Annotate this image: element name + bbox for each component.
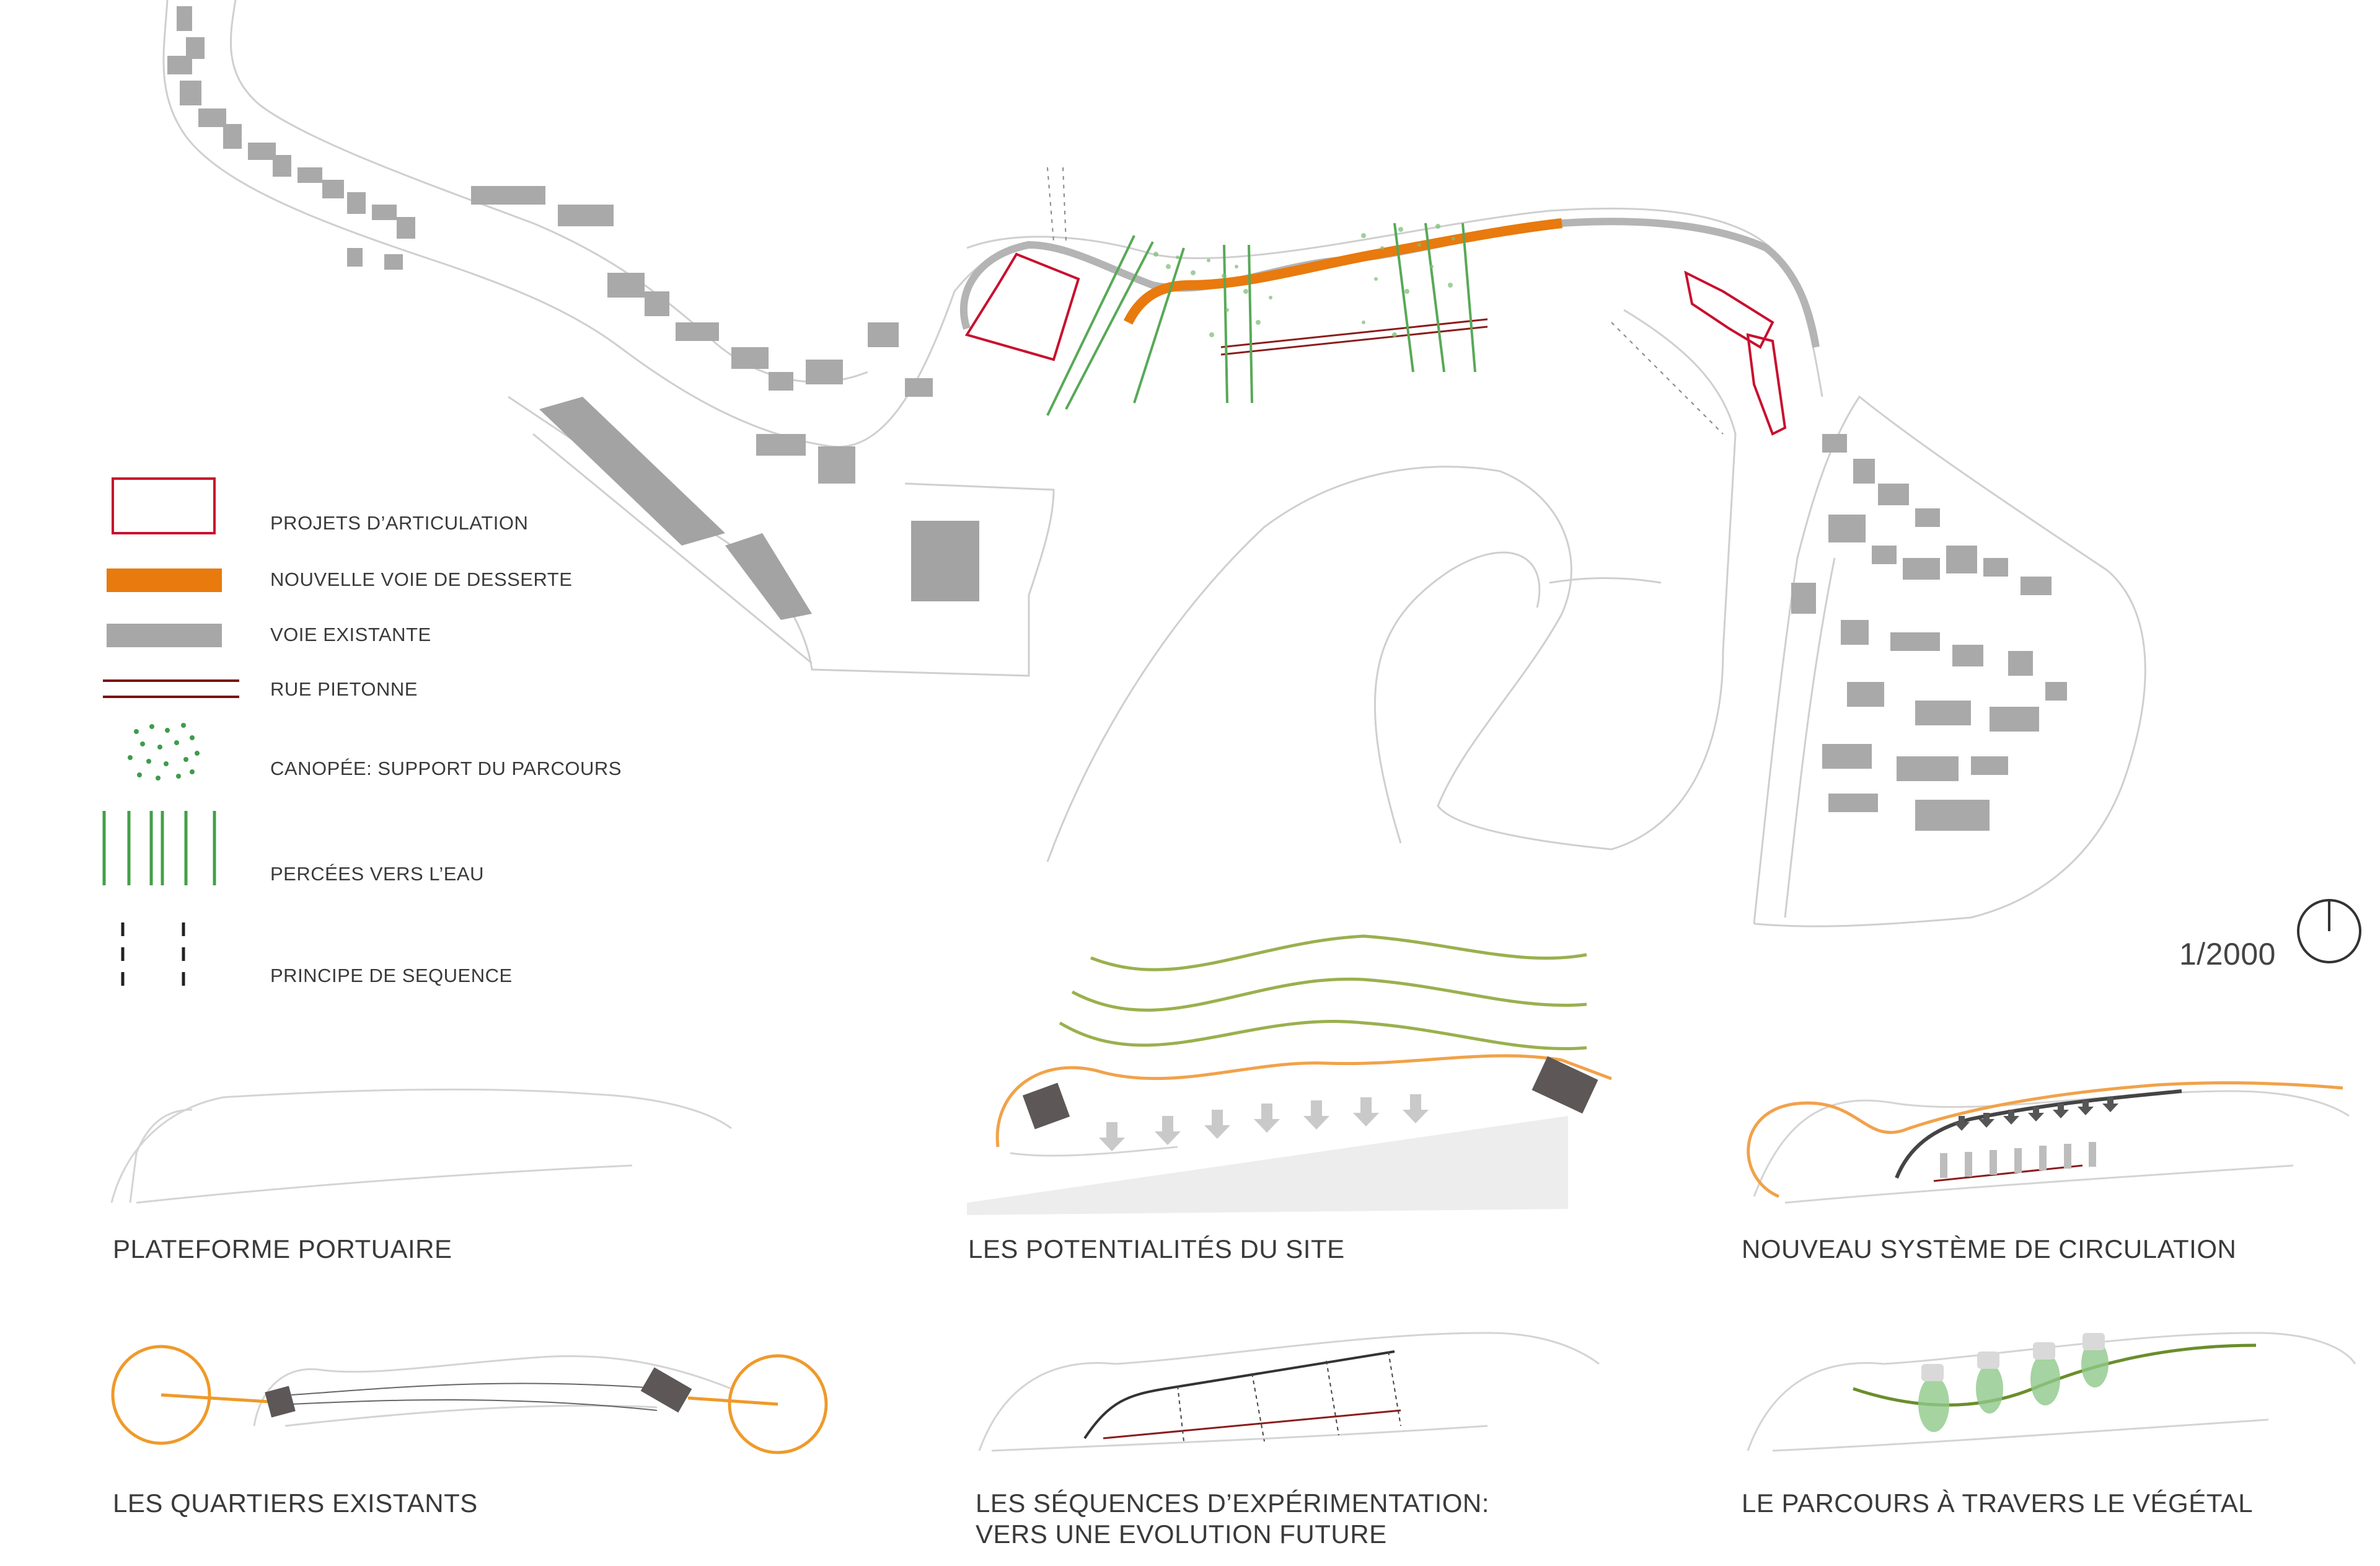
legend-percees-swatch bbox=[102, 811, 216, 885]
diagram-circulation bbox=[1747, 1081, 2350, 1204]
caption-circulation: NOUVEAU SYSTÈME DE CIRCULATION bbox=[1742, 1234, 2237, 1263]
legend-sequence-label: PRINCIPE DE SEQUENCE bbox=[270, 965, 513, 986]
legend-pietonne-label: RUE PIETONNE bbox=[270, 678, 418, 700]
new-service-road bbox=[1123, 218, 1562, 325]
legend-projets-label: PROJETS D’ARTICULATION bbox=[270, 512, 529, 534]
articulation-projects bbox=[964, 252, 1787, 436]
caption-quartiers: LES QUARTIERS EXISTANTS bbox=[113, 1489, 478, 1518]
legend-projets-swatch bbox=[112, 477, 216, 534]
caption-plateforme: PLATEFORME PORTUAIRE bbox=[113, 1234, 452, 1263]
legend-symbols bbox=[102, 477, 239, 987]
buildings-west bbox=[167, 6, 933, 484]
sequence-dashes bbox=[1047, 167, 1724, 435]
legend-canopee-swatch bbox=[128, 723, 200, 781]
legend-existante-label: VOIE EXISTANTE bbox=[270, 624, 431, 645]
scale-label: 1/2000 bbox=[2179, 937, 2276, 971]
diagram-sequences bbox=[978, 1332, 1600, 1452]
pedestrian-street bbox=[1220, 318, 1488, 356]
legend-nouvelle-swatch bbox=[107, 568, 222, 592]
buildings-east bbox=[1791, 434, 2067, 831]
legend-canopee-label: CANOPÉE: SUPPORT DU PARCOURS bbox=[270, 758, 622, 779]
diagram-parcours bbox=[1747, 1332, 2356, 1452]
caption-parcours: LE PARCOURS À TRAVERS LE VÉGÉTAL bbox=[1742, 1489, 2254, 1518]
caption-sequences-line1: LES SÉQUENCES D’EXPÉRIMENTATION: bbox=[976, 1489, 1489, 1518]
canopy-dots bbox=[1153, 224, 1455, 337]
caption-sequences: LES SÉQUENCES D’EXPÉRIMENTATION: VERS UN… bbox=[976, 1488, 1489, 1551]
legend-percees-label: PERCÉES VERS L’EAU bbox=[270, 863, 484, 885]
diagram-potentialites bbox=[967, 934, 1612, 1215]
legend-pietonne-swatch bbox=[103, 679, 239, 698]
north-arrow-icon bbox=[2297, 899, 2361, 963]
site-outline bbox=[162, 0, 2146, 927]
caption-sequences-line2: VERS UNE EVOLUTION FUTURE bbox=[976, 1520, 1387, 1549]
caption-potentialites: LES POTENTIALITÉS DU SITE bbox=[968, 1234, 1345, 1263]
legend-sequence-swatch bbox=[121, 922, 185, 987]
water-views bbox=[1046, 223, 1476, 416]
diagram-plateforme bbox=[110, 1088, 732, 1204]
legend-existante-swatch bbox=[107, 624, 222, 647]
legend-nouvelle-label: NOUVELLE VOIE DE DESSERTE bbox=[270, 568, 573, 590]
port-warehouses bbox=[539, 397, 979, 620]
diagram-quartiers bbox=[111, 1345, 828, 1454]
